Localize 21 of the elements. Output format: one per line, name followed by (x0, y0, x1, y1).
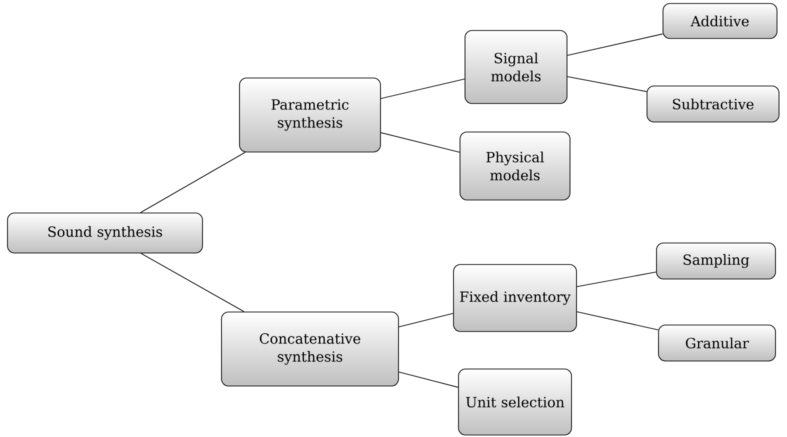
process-box: Physical models (460, 132, 570, 200)
process-box: Parametric synthesis (239, 78, 381, 152)
process-box: Sampling (656, 242, 776, 280)
connector-line (567, 76, 647, 92)
connector-line (140, 152, 246, 213)
process-box: Concatenative synthesis (221, 312, 399, 386)
connector-line (398, 312, 454, 328)
process-box: Unit selection (458, 368, 572, 436)
connector-line (576, 272, 656, 288)
process-box: Signal models (464, 30, 568, 104)
process-box: Granular (658, 324, 776, 362)
process-box: Fixed inventory (453, 264, 577, 332)
connector-line (567, 34, 663, 56)
process-box: Sound synthesis (7, 212, 203, 254)
connector-line (140, 253, 244, 312)
process-box: Additive (662, 3, 778, 39)
connector-line (398, 372, 458, 388)
connector-line (380, 78, 465, 99)
connector-line (380, 132, 460, 153)
process-box: Subtractive (646, 86, 780, 122)
connector-line (576, 311, 658, 330)
